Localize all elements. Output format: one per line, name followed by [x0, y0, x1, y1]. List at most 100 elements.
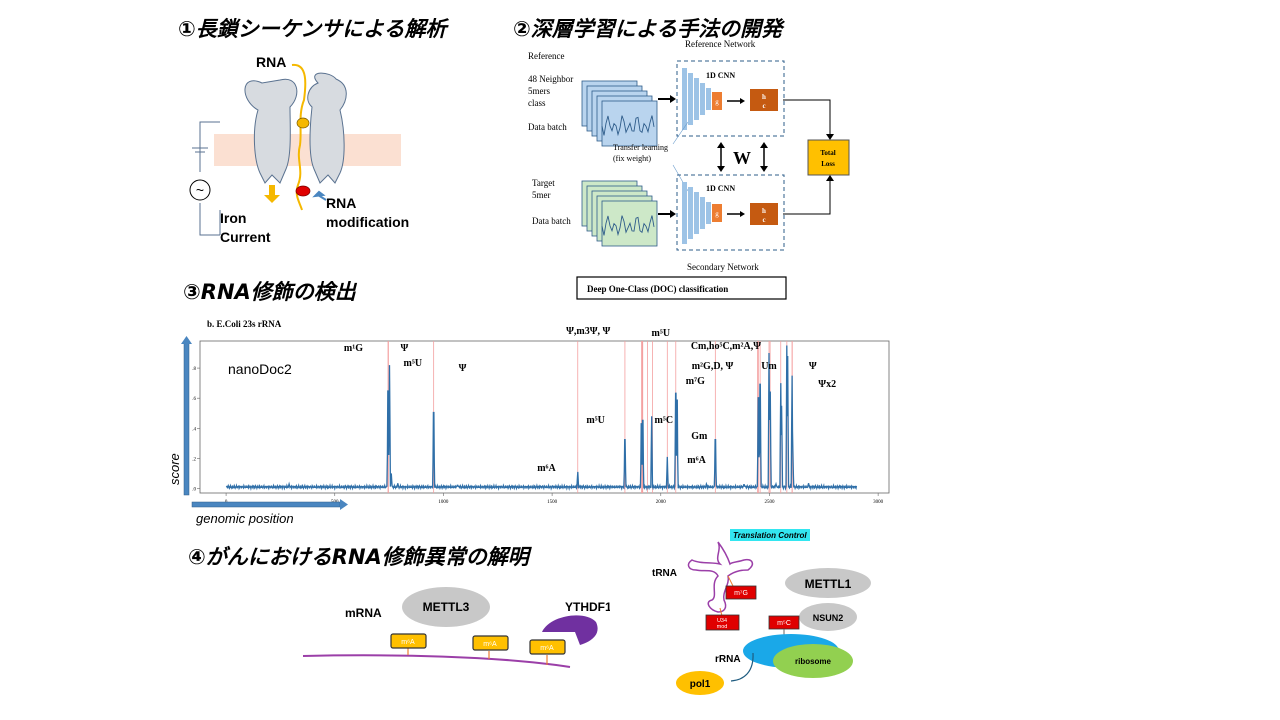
u34-line1: U34: [717, 618, 727, 624]
pol1-enzyme: [676, 671, 724, 695]
cnn-layer: [688, 73, 693, 125]
secondary-cnn: [682, 182, 711, 244]
nsun2-enzyme: [799, 603, 857, 631]
peak-annotation: m⁵U: [586, 415, 605, 426]
network-diagram: Reference Network Reference 48 Neighbor …: [528, 39, 850, 300]
reference-g-block: [712, 92, 722, 110]
x-axis-arrow: [191, 501, 341, 508]
mettl1-enzyme: [785, 568, 871, 598]
modification-arrow-icon: [312, 190, 327, 201]
ribosome-label: ribosome: [795, 657, 832, 666]
reference-data-batch: [581, 80, 658, 147]
signal-trace: [601, 215, 655, 237]
target-data-batch-label: Data batch: [532, 216, 571, 226]
mrna-diagram: mRNA METTL3 YTHDF1 m⁶A m⁶A m⁶A: [302, 587, 610, 668]
w-label: W: [733, 148, 751, 168]
total-loss-line2: Loss: [821, 160, 835, 168]
peak-annotation: Gm: [691, 431, 708, 442]
modification-label-line1: RNA: [326, 195, 356, 211]
peak-annotation: m¹G: [344, 343, 363, 354]
peak-annotation: m⁶A: [687, 455, 706, 466]
y-tick-label: .8: [192, 367, 196, 372]
peak-annotation: Ψ: [459, 363, 467, 374]
cnn-layer: [694, 192, 699, 234]
peak-annotation: Cm,ho⁵C,m²A,Ψ: [691, 341, 761, 352]
y-tick-label: .4: [192, 427, 196, 432]
x-tick-label: 2000: [656, 500, 667, 505]
x-axis-label: genomic position: [196, 511, 294, 526]
translation-control-banner: [730, 529, 810, 541]
ac-source-icon: [189, 179, 211, 201]
section-2-title: ②深層学習による手法の開発: [513, 17, 783, 41]
nsun2-label: NSUN2: [813, 613, 844, 623]
reference-g-label: g: [715, 98, 719, 106]
arrow-icon: [670, 95, 676, 103]
peak-annotation: Um: [761, 361, 777, 372]
cnn-layer: [694, 78, 699, 120]
signal-trace: [601, 115, 655, 137]
cnn-layer: [706, 88, 711, 110]
m6a-tag-3-label: m⁶A: [540, 645, 554, 652]
translation-control-label: Translation Control: [733, 531, 807, 540]
y-tick-label: .2: [192, 457, 196, 462]
plot-frame: [199, 340, 890, 494]
m7g-tag: [725, 585, 757, 600]
m6a-tag-2-label: m⁶A: [483, 641, 497, 648]
m7g-label: m⁷G: [734, 590, 748, 597]
peak-annotation: m⁵U: [404, 358, 423, 369]
score-series-line: [225, 345, 858, 491]
x-tick-label: 2500: [764, 500, 775, 505]
x-axis-arrowhead-icon: [340, 499, 348, 510]
secondary-g-block: [712, 204, 722, 222]
secondary-network-label: Secondary Network: [687, 262, 759, 272]
inset-label: nanoDoc2: [228, 361, 292, 377]
rna-label: RNA: [256, 54, 286, 70]
y-axis-arrowhead-icon: [181, 336, 192, 344]
x-tick-label: 3000: [873, 500, 884, 505]
current-label-line1: Iron: [220, 210, 246, 226]
peak-annotation: m⁶A: [537, 463, 556, 474]
modification-dot: [295, 185, 311, 197]
y-tick-label: .0: [192, 487, 196, 492]
m6a-tag-1: [390, 633, 427, 649]
reference-class-line1: 48 Neighbor: [528, 74, 573, 84]
target-line1: Target: [532, 178, 555, 188]
pol1-link: [730, 652, 754, 682]
peak-annotation: Ψ,m3Ψ, Ψ: [566, 326, 610, 337]
ac-symbol: ~: [196, 182, 204, 198]
secondary-c-label: c: [762, 216, 765, 224]
m6a-tag-1-label: m⁶A: [401, 639, 415, 646]
peak-annotation: m⁷G: [686, 376, 705, 387]
trna-structure: [687, 541, 754, 613]
mettl3-label: METTL3: [423, 600, 470, 614]
u34-mod-tag: [705, 614, 740, 631]
membrane: [214, 134, 401, 166]
target-data-batch: [581, 180, 658, 247]
m6a-tag-2: [472, 635, 509, 651]
mrna-strand: [302, 654, 571, 668]
transfer-learning-line1: Transfer learning: [613, 143, 668, 152]
total-loss-line1: Total: [820, 149, 835, 157]
total-loss-box: [807, 139, 850, 176]
target-line2: 5mer: [532, 190, 551, 200]
reference-data-batch-label: Data batch: [528, 122, 567, 132]
cnn-layer: [700, 197, 705, 229]
y-axis-arrow: [183, 342, 190, 496]
u34-line2: mod: [717, 624, 728, 630]
trna-label: tRNA: [652, 568, 677, 579]
peak-annotation: m⁵U: [652, 328, 671, 339]
cnn-layer: [700, 83, 705, 115]
secondary-g-label: g: [715, 210, 719, 218]
section-4-title: ④がんにおけるRNA修飾異常の解明: [188, 545, 529, 569]
peak-annotation: Ψ: [400, 343, 408, 354]
nucleotide-dot: [296, 117, 310, 129]
ythdf1-reader: [542, 615, 598, 645]
modification-label-line2: modification: [326, 214, 409, 230]
weight-share-arrows: [720, 146, 765, 168]
mrna-label: mRNA: [345, 606, 382, 620]
x-tick-label: 1500: [547, 500, 558, 505]
reference-class-line2: 5mers: [528, 86, 550, 96]
pore-left: [244, 78, 298, 184]
peak-annotation: m²G,D, Ψ: [692, 361, 734, 372]
mettl3-enzyme: [402, 587, 490, 627]
